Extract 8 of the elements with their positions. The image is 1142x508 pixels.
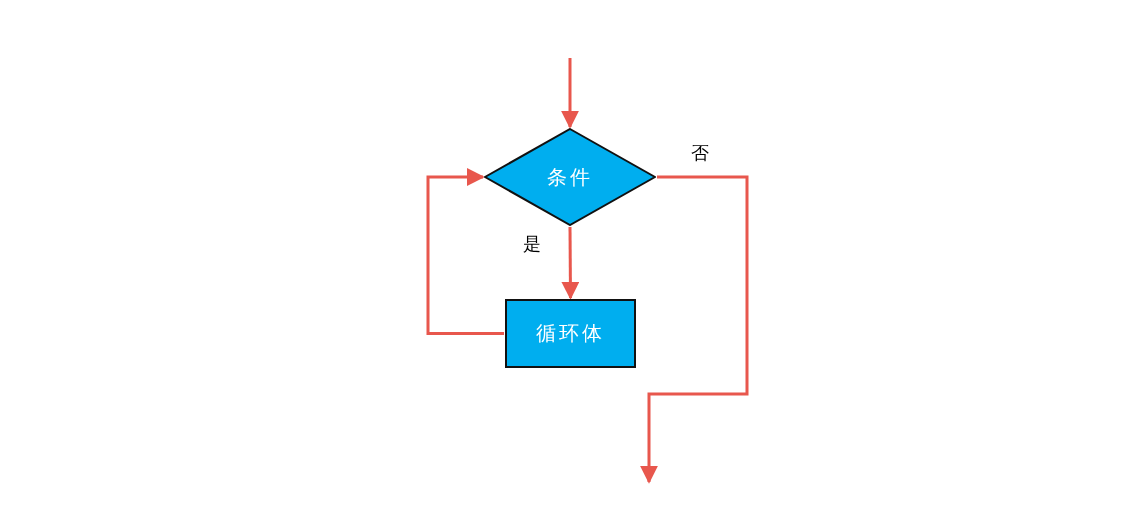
edge-label: 是	[521, 233, 543, 255]
arrow	[426, 168, 504, 335]
decision-diamond: 条件	[484, 128, 656, 226]
arrow	[561, 227, 580, 300]
process-box: 循环体	[505, 299, 636, 368]
edge-label: 否	[689, 142, 711, 164]
arrow	[561, 58, 579, 129]
arrow	[640, 175, 749, 484]
